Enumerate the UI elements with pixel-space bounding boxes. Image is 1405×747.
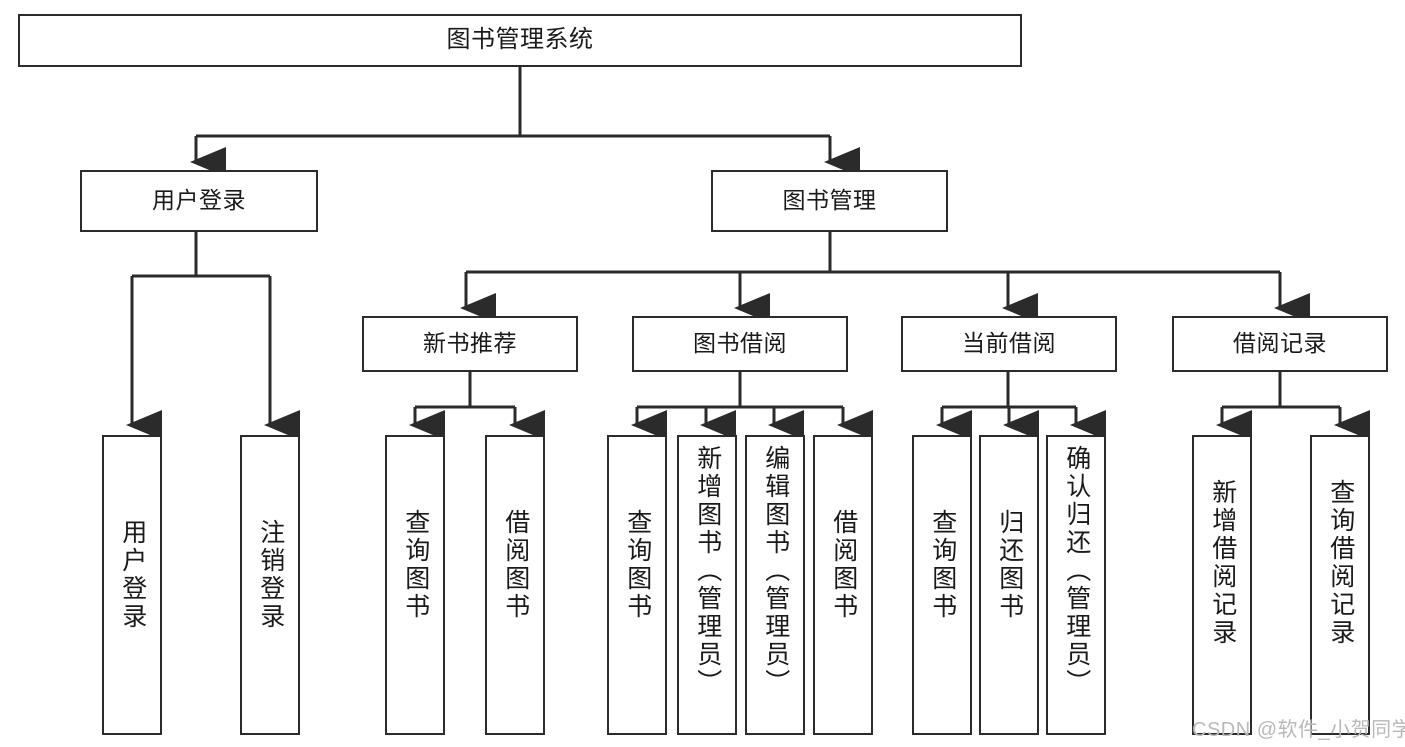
leaf-borrow-book-1-label: 借阅图书 (501, 509, 530, 621)
leaf-return-book[interactable]: 归还图书 (979, 435, 1039, 735)
leaf-user-login-label: 用户登录 (118, 519, 147, 631)
leaf-query-book-2-label: 查询图书 (623, 509, 652, 621)
leaf-edit-book-label: 编辑图书（管理员） (761, 445, 790, 697)
leaf-add-record[interactable]: 新增借阅记录 (1192, 435, 1252, 735)
node-borrow-record[interactable]: 借阅记录 (1172, 316, 1388, 372)
leaf-query-book-2[interactable]: 查询图书 (607, 435, 667, 735)
leaf-confirm-return-label: 确认归还（管理员） (1062, 445, 1091, 697)
leaf-query-book-3[interactable]: 查询图书 (912, 435, 972, 735)
node-root-label: 图书管理系统 (446, 26, 594, 54)
node-new-book-rec[interactable]: 新书推荐 (362, 316, 578, 372)
leaf-borrow-book-2-label: 借阅图书 (829, 509, 858, 621)
leaf-query-record-label: 查询借阅记录 (1326, 479, 1355, 647)
node-book-manage-label: 图书管理 (782, 187, 877, 214)
node-book-manage[interactable]: 图书管理 (711, 170, 948, 232)
leaf-borrow-book-2[interactable]: 借阅图书 (813, 435, 873, 735)
leaf-logout-label: 注销登录 (256, 519, 285, 631)
leaf-add-book-label: 新增图书（管理员） (693, 445, 722, 697)
node-current-borrow-label: 当前借阅 (962, 330, 1056, 357)
node-book-borrow-label: 图书借阅 (693, 330, 787, 357)
node-root[interactable]: 图书管理系统 (18, 14, 1022, 67)
leaf-borrow-book-1[interactable]: 借阅图书 (485, 435, 545, 735)
node-current-borrow[interactable]: 当前借阅 (901, 316, 1117, 372)
leaf-query-book-1[interactable]: 查询图书 (385, 435, 445, 735)
node-borrow-record-label: 借阅记录 (1233, 330, 1327, 357)
leaf-confirm-return[interactable]: 确认归还（管理员） (1046, 435, 1106, 735)
node-new-book-rec-label: 新书推荐 (423, 330, 517, 357)
leaf-user-login[interactable]: 用户登录 (102, 435, 162, 735)
leaf-edit-book[interactable]: 编辑图书（管理员） (745, 435, 805, 735)
node-book-borrow[interactable]: 图书借阅 (632, 316, 848, 372)
leaf-query-book-1-label: 查询图书 (401, 509, 430, 621)
leaf-query-record[interactable]: 查询借阅记录 (1310, 435, 1370, 735)
node-user-login-label: 用户登录 (152, 187, 246, 214)
leaf-add-record-label: 新增借阅记录 (1208, 479, 1237, 647)
leaf-add-book[interactable]: 新增图书（管理员） (677, 435, 737, 735)
leaf-logout[interactable]: 注销登录 (240, 435, 300, 735)
leaf-query-book-3-label: 查询图书 (928, 509, 957, 621)
leaf-return-book-label: 归还图书 (995, 509, 1024, 621)
node-user-login[interactable]: 用户登录 (80, 170, 318, 232)
